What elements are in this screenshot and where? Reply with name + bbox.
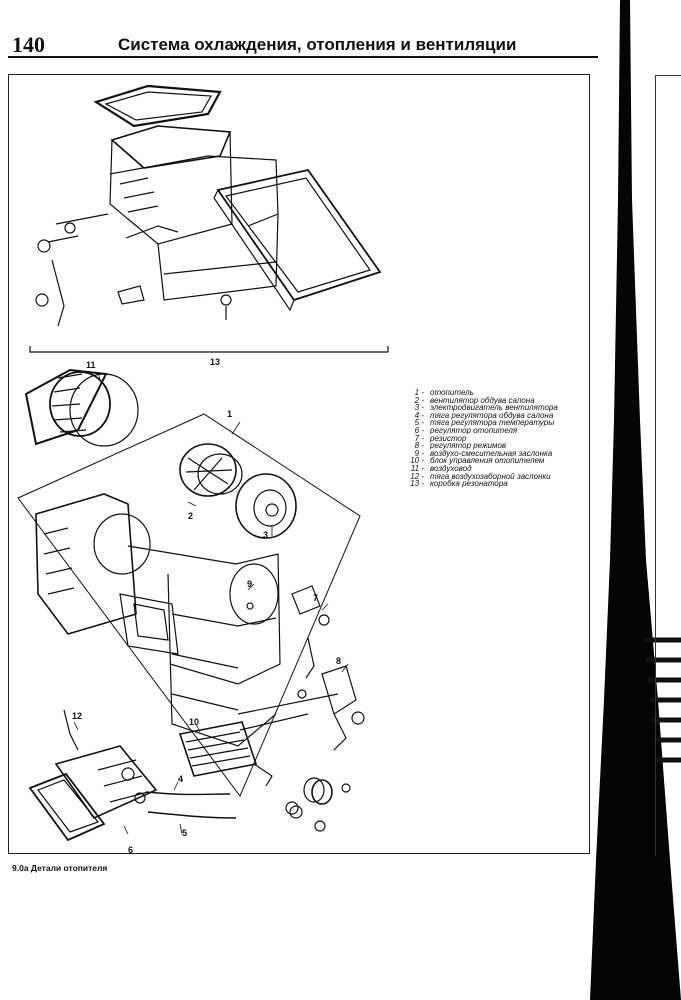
header-rule — [8, 56, 598, 58]
control-panel-illustration — [28, 709, 237, 842]
figure-caption: 9.0а Детали отопителя — [12, 863, 108, 873]
adjacent-page-frame — [655, 75, 681, 856]
legend-item: 12 -тяга воздухозаборной заслонки — [410, 471, 551, 481]
legend-item: 1 -отопитель — [414, 388, 474, 397]
callout-6: 6 — [128, 845, 134, 855]
page-title: Система охлаждения, отопления и вентиляц… — [118, 35, 517, 54]
legend-item: 9 -воздухо-смесительная заслонка — [414, 448, 553, 458]
figure-frame — [8, 74, 590, 854]
heater-housing-illustration — [35, 493, 281, 747]
callout-12: 12 — [72, 711, 83, 721]
callout-10: 10 — [189, 717, 200, 727]
callout-8: 8 — [336, 656, 342, 666]
parts-legend: 1 -отопитель 2 -вентилятор обдува салона… — [400, 389, 590, 488]
callout-2: 2 — [188, 511, 194, 521]
air-duct-illustration — [24, 368, 139, 447]
legend-item: 7 -резистор — [414, 433, 467, 443]
legend-item: 4 -тяга регулятора обдува салона — [414, 410, 554, 420]
fan-motor-illustration — [179, 443, 297, 539]
page-header: 140 Система охлаждения, отопления и вент… — [0, 0, 600, 60]
legend-item: 2 -вентилятор обдува салона — [414, 395, 535, 405]
legend-item: 10 -блок управления отопителем — [410, 456, 545, 466]
resistor-regulators-illustration — [237, 585, 365, 751]
heater-exploded-diagram — [17, 84, 389, 842]
legend-item: 5 -тяга регулятора температуры — [414, 418, 555, 428]
callout-3: 3 — [263, 530, 269, 540]
heater-core-illustration — [178, 721, 273, 787]
legend-item: 13 -коробка резонатора — [410, 479, 508, 489]
legend-item: 6 -регулятор отопителя — [414, 425, 518, 435]
control-knobs-illustration — [285, 777, 351, 832]
legend-item: 11 -воздуховод — [410, 463, 472, 473]
callout-11: 11 — [86, 360, 96, 370]
callout-leaders — [73, 371, 349, 835]
callout-13: 13 — [210, 357, 221, 367]
resonator-box-illustration — [35, 84, 382, 327]
callout-4: 4 — [178, 774, 184, 784]
heater-box-outline — [17, 413, 361, 797]
callout-7: 7 — [313, 593, 319, 603]
callout-5: 5 — [182, 828, 188, 838]
legend-item: 8 -регулятор режимов — [414, 441, 507, 451]
bracket-13 — [29, 346, 389, 353]
callout-1: 1 — [227, 409, 233, 419]
page-number: 140 — [12, 32, 45, 57]
legend-item: 3 -электродвигатель вентилятора — [414, 403, 558, 413]
callout-9: 9 — [247, 579, 253, 589]
scan-spine-shadow — [590, 0, 681, 1000]
